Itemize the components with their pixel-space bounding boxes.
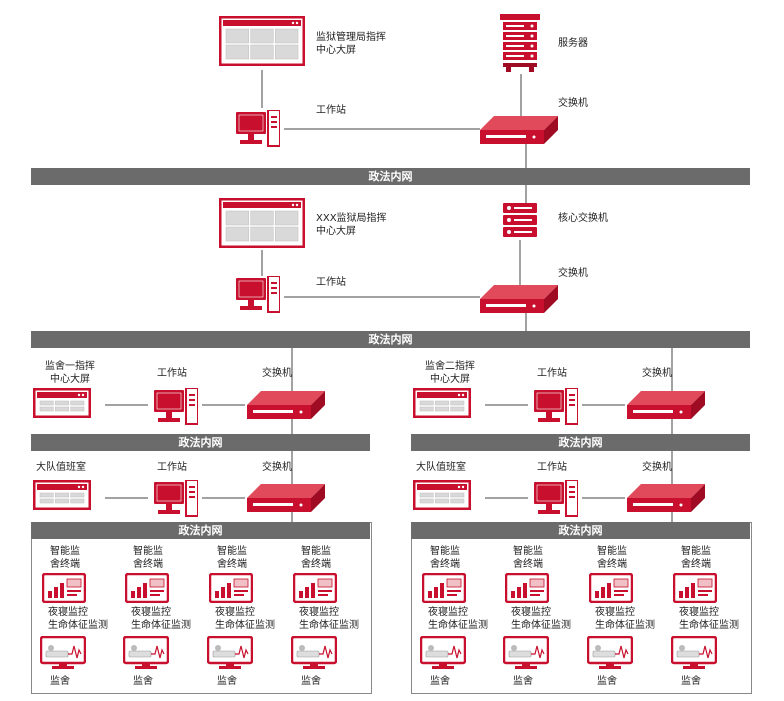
- monitor-label: 夜寝监控生命体征监测: [131, 607, 191, 631]
- branch2-switch-label: 交换机: [642, 368, 672, 379]
- monitor-label: 夜寝监控生命体征监测: [595, 607, 655, 631]
- monitor-label: 夜寝监控生命体征监测: [299, 607, 359, 631]
- mid-workstation-label: 工作站: [316, 277, 346, 288]
- workstation-icon: [534, 388, 578, 426]
- branch2-workstation-label: 工作站: [537, 368, 567, 379]
- monitor-label: 夜寝监控生命体征监测: [48, 607, 108, 631]
- mid-switch-label: 交换机: [558, 268, 588, 279]
- cell-label: 监舍: [217, 676, 237, 687]
- branch1-network-bar-b: 政法内网: [31, 522, 370, 539]
- switch-icon: [247, 391, 325, 421]
- terminal-icon: [422, 573, 466, 603]
- screen-icon: [33, 388, 91, 418]
- terminal-icon: [125, 573, 169, 603]
- monitor-icon: [291, 636, 337, 670]
- monitor-icon: [420, 636, 466, 670]
- workstation-icon: [154, 480, 198, 518]
- monitor-icon: [587, 636, 633, 670]
- branch1-switch2-label: 交换机: [262, 462, 292, 473]
- terminal-icon: [42, 573, 86, 603]
- terminal-icon: [505, 573, 549, 603]
- branch2-screen-label: 监舍二指挥中心大屏: [425, 361, 475, 385]
- workstation-icon: [534, 480, 578, 518]
- screen-icon: [33, 480, 91, 510]
- cell-label: 监舍: [430, 676, 450, 687]
- terminal-label: 智能监舍终端: [681, 546, 711, 570]
- screen-icon: [413, 480, 471, 510]
- switch-icon: [247, 484, 325, 514]
- branch1-switch-label: 交换机: [262, 368, 292, 379]
- branch1-workstation-label: 工作站: [157, 368, 187, 379]
- switch-icon: [627, 391, 705, 421]
- branch1-screen-label: 监舍一指挥中心大屏: [45, 361, 95, 385]
- server-label: 服务器: [558, 38, 588, 49]
- core-switch-label: 核心交换机: [558, 213, 608, 224]
- terminal-label: 智能监舍终端: [50, 546, 80, 570]
- switch-icon: [627, 484, 705, 514]
- network-bar-2: 政法内网: [31, 331, 750, 348]
- terminal-icon: [293, 573, 337, 603]
- monitor-label: 夜寝监控生命体征监测: [215, 607, 275, 631]
- monitor-icon: [207, 636, 253, 670]
- switch-icon: [480, 285, 558, 315]
- terminal-label: 智能监舍终端: [133, 546, 163, 570]
- monitor-icon: [671, 636, 717, 670]
- branch1-workstation2-label: 工作站: [157, 462, 187, 473]
- network-bar-1: 政法内网: [31, 168, 750, 185]
- top-workstation-label: 工作站: [316, 105, 346, 116]
- terminal-icon: [673, 573, 717, 603]
- branch2-network-bar-a: 政法内网: [411, 434, 750, 451]
- monitor-icon: [40, 636, 86, 670]
- switch-icon: [480, 116, 558, 146]
- monitor-label: 夜寝监控生命体征监测: [511, 607, 571, 631]
- cell-label: 监舍: [681, 676, 701, 687]
- branch1-network-bar-a: 政法内网: [31, 434, 370, 451]
- workstation-icon: [236, 110, 280, 148]
- terminal-icon: [589, 573, 633, 603]
- cell-label: 监舍: [133, 676, 153, 687]
- top-switch-label: 交换机: [558, 98, 588, 109]
- monitor-icon: [503, 636, 549, 670]
- mid-screen-label: XXX监狱局指挥中心大屏: [316, 213, 387, 237]
- screen-icon: [219, 16, 305, 66]
- branch2-workstation2-label: 工作站: [537, 462, 567, 473]
- cell-label: 监舍: [597, 676, 617, 687]
- monitor-label: 夜寝监控生命体征监测: [428, 607, 488, 631]
- terminal-label: 智能监舍终端: [217, 546, 247, 570]
- server-icon: [500, 14, 540, 72]
- screen-icon: [219, 198, 305, 248]
- terminal-label: 智能监舍终端: [430, 546, 460, 570]
- core-switch-icon: [503, 203, 537, 239]
- terminal-label: 智能监舍终端: [513, 546, 543, 570]
- branch2-switch2-label: 交换机: [642, 462, 672, 473]
- workstation-icon: [154, 388, 198, 426]
- branch2-network-bar-b: 政法内网: [411, 522, 750, 539]
- top-screen-label: 监狱管理局指挥中心大屏: [316, 32, 386, 56]
- cell-label: 监舍: [301, 676, 321, 687]
- terminal-label: 智能监舍终端: [301, 546, 331, 570]
- branch1-duty-label: 大队值班室: [36, 462, 86, 473]
- branch2-duty-label: 大队值班室: [416, 462, 466, 473]
- cell-label: 监舍: [513, 676, 533, 687]
- screen-icon: [413, 388, 471, 418]
- terminal-label: 智能监舍终端: [597, 546, 627, 570]
- terminal-icon: [209, 573, 253, 603]
- workstation-icon: [236, 276, 280, 314]
- cell-label: 监舍: [50, 676, 70, 687]
- monitor-icon: [123, 636, 169, 670]
- monitor-label: 夜寝监控生命体征监测: [679, 607, 739, 631]
